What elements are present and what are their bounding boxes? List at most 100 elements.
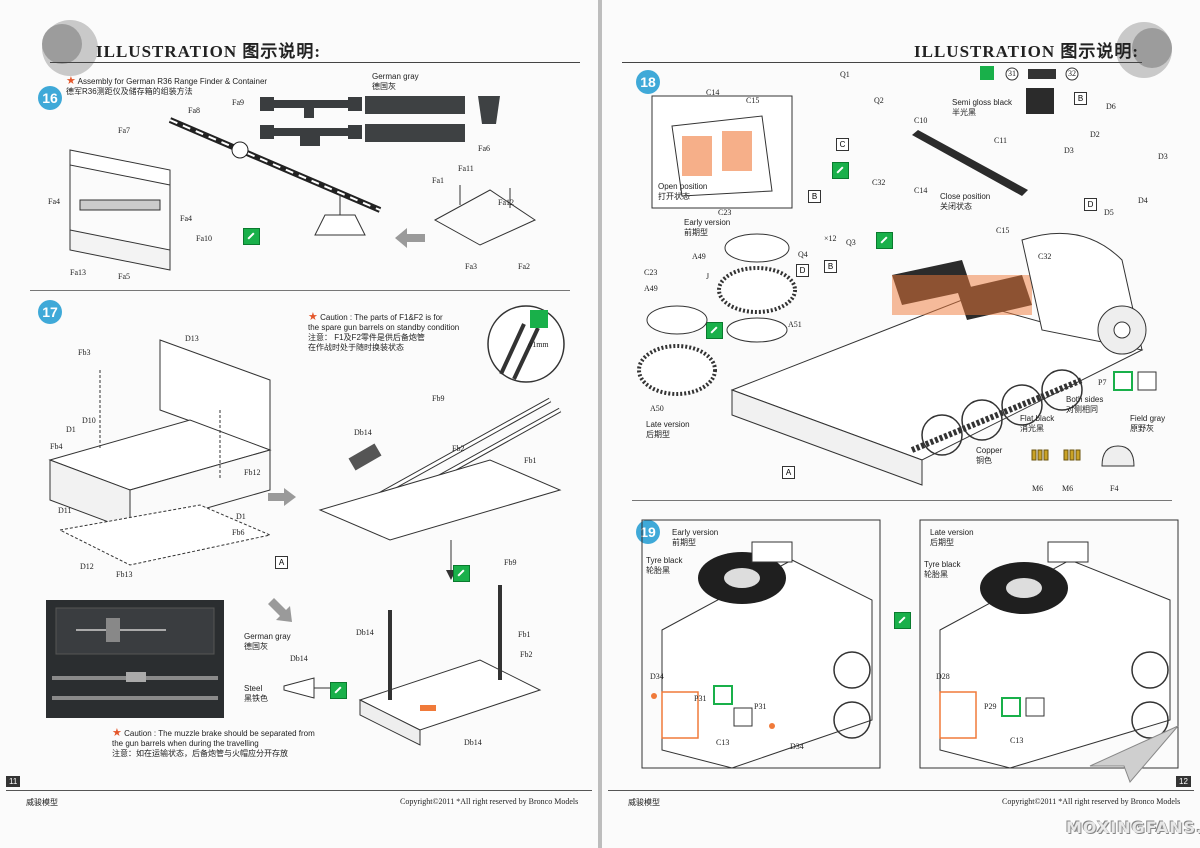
part-label: D2 <box>1090 130 1100 139</box>
header-rule-right <box>622 62 1142 63</box>
part-label: A51 <box>788 320 802 329</box>
part-label: Fa3 <box>465 262 477 271</box>
part-label: C15 <box>996 226 1010 235</box>
part-label: A49 <box>644 284 658 293</box>
container-sketch-16 <box>69 149 171 271</box>
part-label: Fa4 <box>48 197 60 206</box>
ref-box: A <box>782 466 795 479</box>
range-finder-sketch <box>168 117 382 213</box>
part-label: Fa11 <box>458 164 474 173</box>
part-label: Fa5 <box>118 272 130 281</box>
part-label: Fb2 <box>452 444 465 453</box>
footer-copyright-left: Copyright©2011 *All right reserved by Br… <box>400 797 579 806</box>
header-circle-left <box>42 20 98 76</box>
footer-brand-right: 威骏模型 <box>628 798 660 807</box>
part-label: Fa12 <box>498 198 514 207</box>
ref-box: D <box>1084 198 1097 211</box>
part-label: C23 <box>644 268 658 277</box>
part-label: C10 <box>914 116 928 125</box>
step-16-badge: 16 <box>38 86 62 110</box>
part-label: M6 <box>1062 484 1074 493</box>
part-label: Db14 <box>354 428 372 437</box>
part-label: Q2 <box>874 96 884 105</box>
color-code: 32 <box>1068 69 1076 78</box>
part-label: D6 <box>1106 102 1116 111</box>
range-finder-gray-parts <box>260 96 500 146</box>
part-label: Q4 <box>798 250 808 259</box>
header-rule-left <box>50 62 580 63</box>
ref-box: B <box>808 190 821 203</box>
step-17-badge: 17 <box>38 300 62 324</box>
part-label: P7 <box>1098 378 1107 387</box>
part-label: Fb6 <box>232 528 245 537</box>
paint-icons-p31 <box>713 685 753 727</box>
glue-icon <box>453 565 470 582</box>
part-label: C32 <box>872 178 886 187</box>
part-label: D11 <box>58 506 72 515</box>
part-label: D34 <box>650 672 664 681</box>
part-label: D10 <box>82 416 96 425</box>
part-label: Fa7 <box>118 126 130 135</box>
open-position-inset <box>651 95 793 209</box>
step-16-title: ★ Assembly for German R36 Range Finder &… <box>66 75 268 97</box>
count-label: ×12 <box>824 234 837 243</box>
caution-muzzle-brake: ★ Caution : The muzzle brake should be s… <box>112 727 315 759</box>
container-exploded-17 <box>48 339 272 566</box>
glue-icon <box>876 232 893 249</box>
paint-icons-p29 <box>1001 697 1045 717</box>
paint-icon <box>330 682 347 699</box>
part-label: Fa10 <box>196 234 212 243</box>
arrow-right-icon <box>268 488 296 506</box>
spare-wheel-late <box>637 305 717 396</box>
part-label: C14 <box>914 186 928 195</box>
section-divider <box>632 500 1172 501</box>
step-18-badge: 18 <box>636 70 660 94</box>
barrel-box-upper <box>318 397 562 541</box>
part-label: Db14 <box>290 654 308 663</box>
part-label: D13 <box>185 334 199 343</box>
ref-box-a: A <box>275 556 288 569</box>
part-label: Q3 <box>846 238 856 247</box>
part-label: C23 <box>718 208 732 217</box>
part-label: Fb1 <box>518 630 531 639</box>
part-label: C13 <box>1010 736 1024 745</box>
part-label: Fa6 <box>478 144 490 153</box>
star-icon: ★ <box>112 727 122 739</box>
spare-wheel-early <box>717 233 797 343</box>
ref-box: C <box>836 138 849 151</box>
part-label: Fb13 <box>116 570 133 579</box>
part-label: C14 <box>706 88 720 97</box>
part-label: J <box>706 272 710 281</box>
part-label: D4 <box>1138 196 1148 205</box>
tripod-sketch <box>433 185 537 246</box>
part-label: D34 <box>790 742 804 751</box>
star-icon: ★ <box>308 311 318 323</box>
glue-icon <box>832 162 849 179</box>
color-code: 31 <box>1008 69 1016 78</box>
part-label: Fa4 <box>180 214 192 223</box>
part-label: D5 <box>1104 208 1114 217</box>
ref-box: B <box>824 260 837 273</box>
part-label: Fb9 <box>432 394 445 403</box>
watermark-text: MOXINGFANS.COM <box>1066 818 1200 837</box>
page-header-left: ILLUSTRATION 图示说明: <box>96 42 322 61</box>
part-label: Fa1 <box>432 176 444 185</box>
page-header-right: ILLUSTRATION 图示说明: <box>914 42 1140 61</box>
photo-parts <box>52 607 218 700</box>
part-label: A49 <box>692 252 706 261</box>
part-label: Fb12 <box>244 468 261 477</box>
part-label: D3 <box>1158 152 1168 161</box>
part-label: Q1 <box>840 70 850 79</box>
part-label: Fb3 <box>78 348 91 357</box>
paint-icons-p7 <box>1113 371 1157 391</box>
part-label: Fb4 <box>50 442 63 451</box>
